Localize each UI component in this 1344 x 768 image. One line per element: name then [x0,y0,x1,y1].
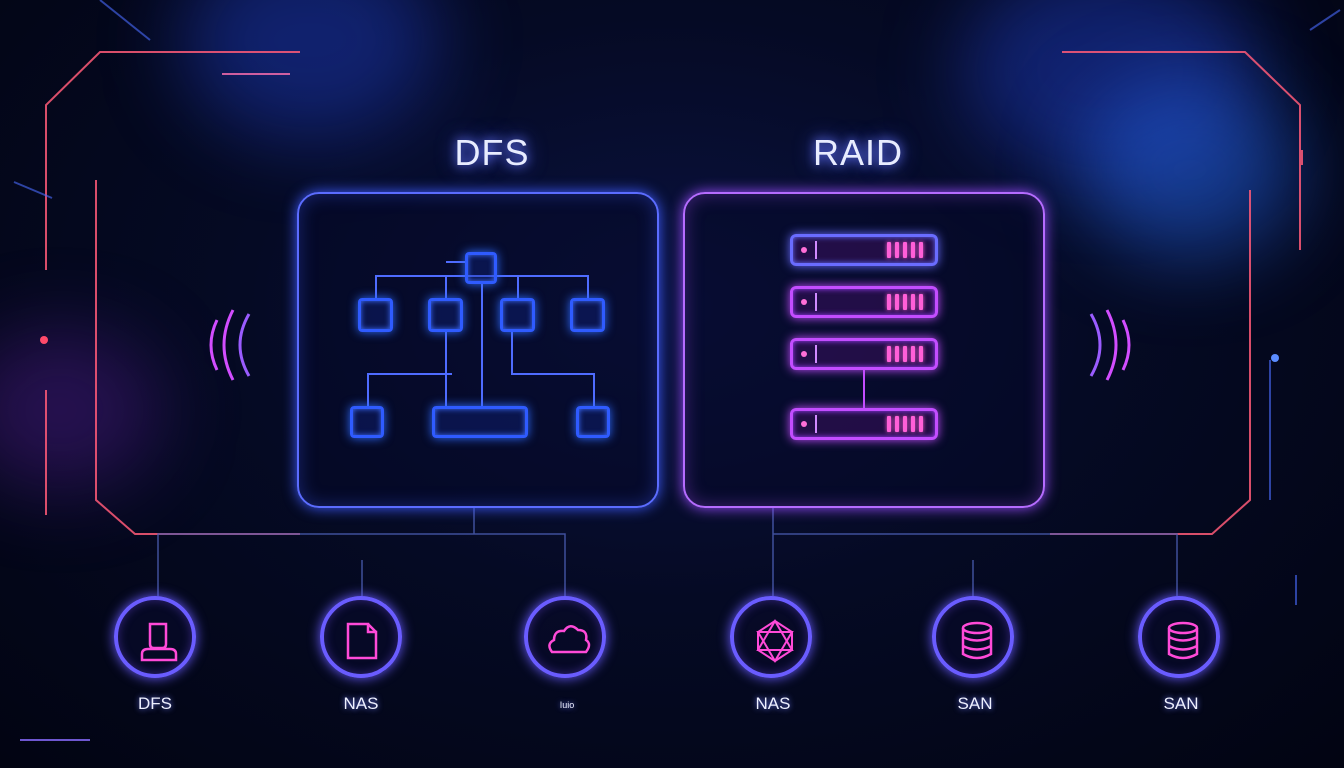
tree-leaf-node [350,406,384,438]
tree-leaf-node [576,406,610,438]
network-star-icon [756,619,794,663]
raid-title: RAID [812,132,903,173]
database-icon [1167,621,1199,660]
san-label: SAN [957,694,993,713]
raid-panel[interactable] [683,192,1045,508]
tree-node [428,298,463,332]
database-icon [961,621,993,660]
signal-waves-right-icon [1089,309,1131,381]
san-circle-button[interactable] [932,596,1014,678]
nas-network-circle-button[interactable] [730,596,812,678]
disk-drive [790,286,938,318]
nas-circle-button[interactable] [320,596,402,678]
nas-label: NAS [343,694,379,713]
cloud-label: Iuio [559,700,575,710]
san-label-2: SAN [1163,694,1199,713]
disk-drive [790,408,938,440]
dfs-label: DFS [138,694,172,713]
cloud-icon [548,625,591,654]
tree-leaf-node [432,406,528,438]
tree-root-node [465,252,497,284]
nas-label-2: NAS [755,694,791,713]
tree-node [358,298,393,332]
disk-drive [790,338,938,370]
disk-drive [790,234,938,266]
cloud-circle-button[interactable] [524,596,606,678]
dfs-title: DFS [454,132,530,173]
user-icon [140,622,178,662]
dfs-circle-button[interactable] [114,596,196,678]
tree-node [570,298,605,332]
tree-node [500,298,535,332]
san-circle-button-2[interactable] [1138,596,1220,678]
signal-waves-left-icon [209,309,251,381]
dfs-panel[interactable] [297,192,659,508]
document-icon [346,622,378,660]
